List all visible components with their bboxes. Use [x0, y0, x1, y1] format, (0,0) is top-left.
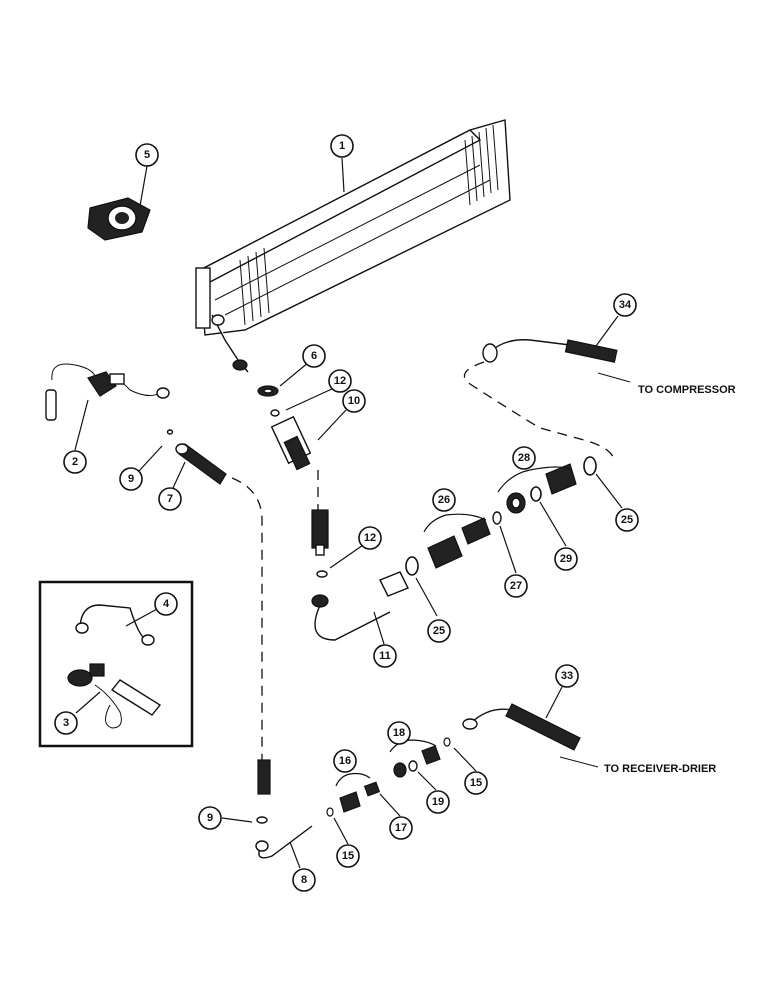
svg-text:27: 27	[510, 580, 522, 592]
callout-4: 4	[154, 592, 178, 616]
svg-text:5: 5	[144, 149, 150, 161]
callout-25-right: 25	[615, 508, 639, 532]
evaporator-core	[195, 119, 511, 373]
callout-33: 33	[555, 664, 579, 688]
callout-25-left: 25	[427, 619, 451, 643]
svg-text:11: 11	[379, 650, 391, 662]
callout-7: 7	[158, 487, 182, 511]
fitting-group-lower	[326, 737, 451, 817]
svg-text:26: 26	[438, 494, 450, 506]
fitting-7	[166, 429, 227, 485]
inset-box	[38, 580, 194, 748]
coupling-group	[405, 456, 597, 576]
callout-18: 18	[387, 721, 411, 745]
callout-3: 3	[54, 711, 78, 735]
callout-6: 6	[302, 344, 326, 368]
dash-34-to-coupling	[463, 361, 615, 461]
fitting-8	[255, 759, 313, 859]
compressor-hose	[482, 339, 618, 363]
svg-text:3: 3	[63, 717, 69, 729]
svg-text:2: 2	[72, 456, 78, 468]
svg-text:9: 9	[207, 812, 213, 824]
svg-text:29: 29	[560, 553, 572, 565]
callout-9-upper: 9	[119, 467, 143, 491]
callout-29: 29	[554, 547, 578, 571]
callout-1: 1	[330, 134, 354, 158]
svg-text:25: 25	[621, 514, 633, 526]
svg-text:28: 28	[518, 452, 530, 464]
svg-text:34: 34	[619, 299, 632, 311]
svg-text:6: 6	[311, 350, 317, 362]
tape-roll	[87, 197, 151, 241]
callout-28: 28	[512, 446, 536, 470]
callout-11: 11	[373, 644, 397, 668]
callout-15-left: 15	[336, 844, 360, 868]
svg-text:1: 1	[339, 140, 345, 152]
note-to-compressor: TO COMPRESSOR	[638, 384, 736, 396]
svg-text:17: 17	[395, 822, 407, 834]
svg-text:12: 12	[334, 375, 346, 387]
svg-text:8: 8	[301, 874, 307, 886]
expansion-valve	[45, 363, 170, 421]
svg-text:19: 19	[432, 796, 444, 808]
callout-12-upper: 12	[328, 369, 352, 393]
callout-27: 27	[504, 574, 528, 598]
callout-12-lower: 12	[358, 526, 382, 550]
svg-text:15: 15	[470, 777, 482, 789]
svg-text:4: 4	[163, 598, 170, 610]
tube-11	[311, 571, 409, 641]
callout-17: 17	[389, 816, 413, 840]
svg-text:9: 9	[128, 473, 134, 485]
callout-34: 34	[613, 293, 637, 317]
callout-2: 2	[63, 450, 87, 474]
svg-text:15: 15	[342, 850, 354, 862]
svg-text:33: 33	[561, 670, 573, 682]
callout-15-right: 15	[464, 771, 488, 795]
svg-text:25: 25	[433, 625, 445, 637]
svg-text:18: 18	[393, 727, 405, 739]
dash-7-to-8	[231, 477, 263, 760]
leader-lines	[74, 157, 631, 869]
svg-text:7: 7	[167, 493, 173, 505]
callout-26: 26	[432, 488, 456, 512]
receiver-hose	[462, 703, 581, 751]
callout-8: 8	[292, 868, 316, 892]
svg-text:12: 12	[364, 532, 376, 544]
note-to-receiver-drier: TO RECEIVER-DRIER	[604, 763, 716, 775]
callout-16: 16	[333, 749, 357, 773]
svg-text:16: 16	[339, 755, 351, 767]
callout-10: 10	[342, 389, 366, 413]
fitting-group-upper	[257, 385, 329, 578]
callout-9-lower: 9	[198, 806, 222, 830]
callout-19: 19	[426, 790, 450, 814]
group-brackets	[335, 466, 573, 787]
svg-text:10: 10	[348, 395, 360, 407]
callout-5: 5	[135, 143, 159, 167]
